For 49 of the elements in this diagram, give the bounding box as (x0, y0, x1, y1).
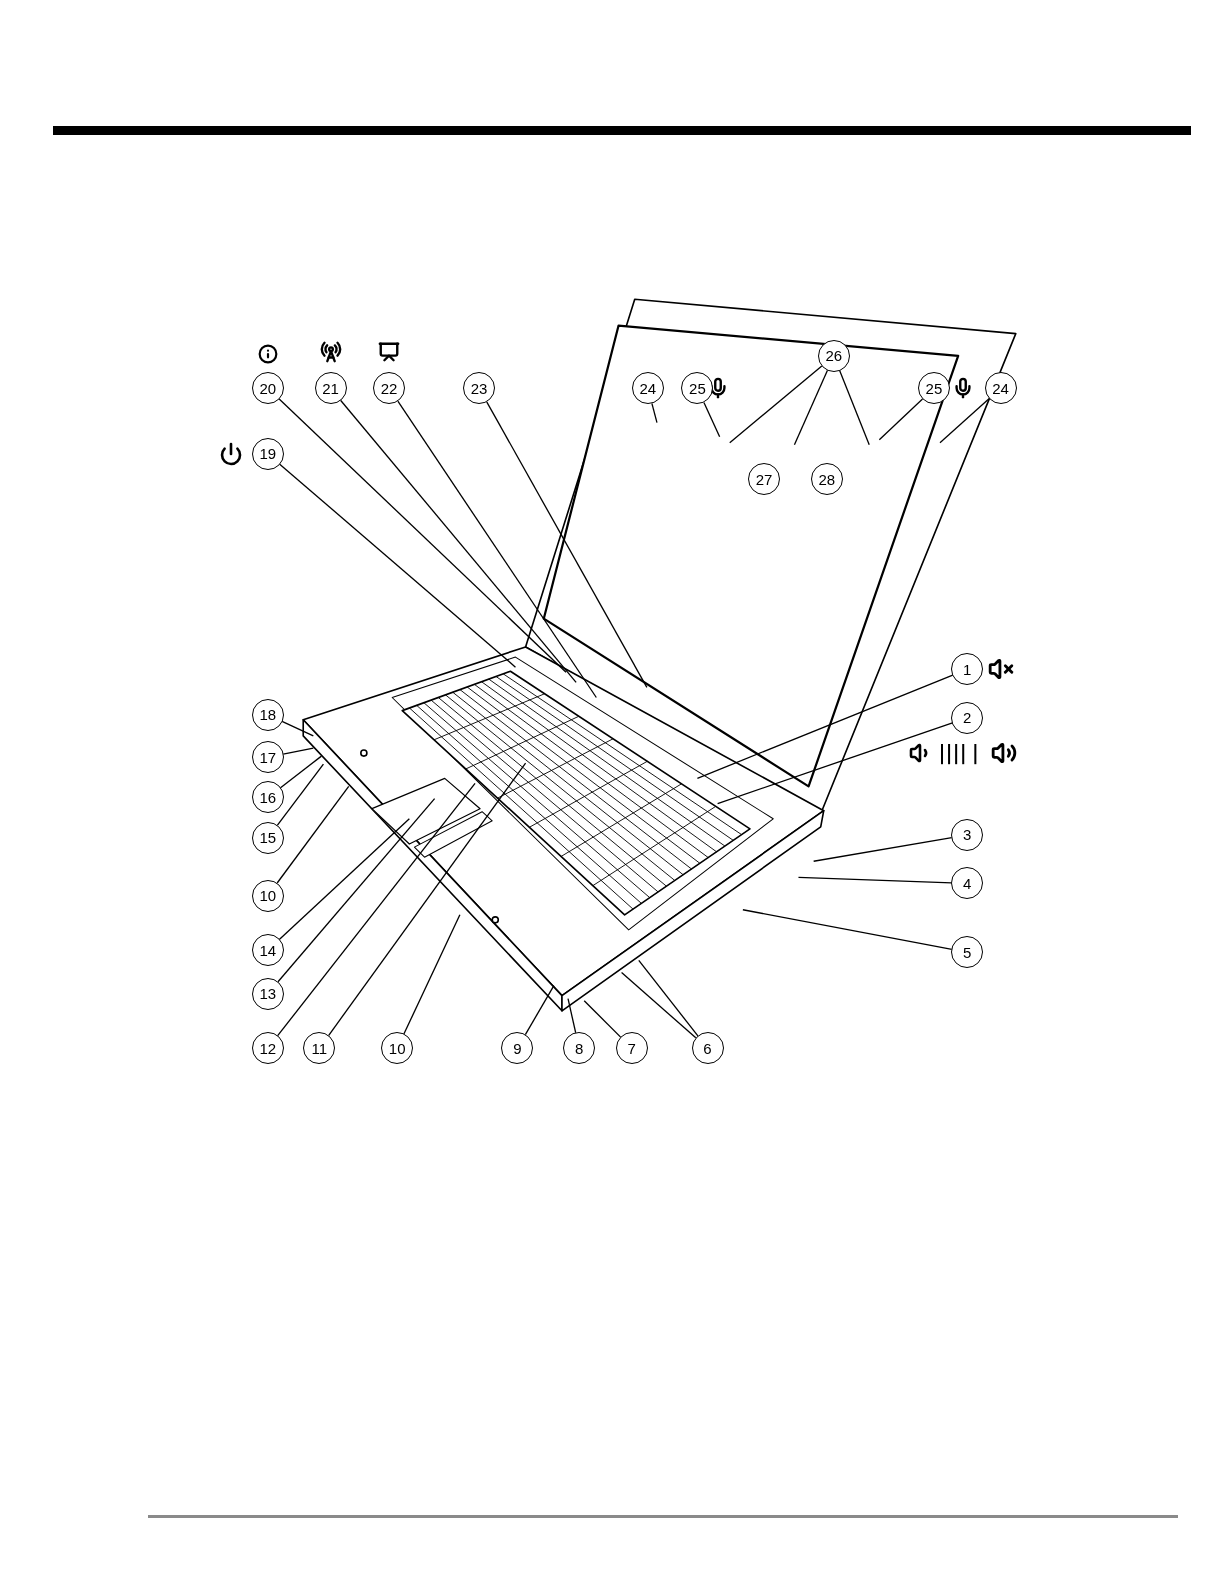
leader-line (397, 400, 597, 699)
callout-number: 23 (463, 372, 496, 405)
leader-line (638, 959, 699, 1037)
leader-line (878, 398, 924, 441)
leader-line (651, 402, 658, 424)
leader-line (939, 398, 990, 444)
leader-line (278, 398, 567, 673)
leader-line (486, 401, 648, 689)
callout-number: 1 (951, 653, 984, 686)
callout-number: 16 (251, 781, 284, 814)
callout-number: 6 (691, 1032, 724, 1065)
leader-line (276, 782, 476, 1037)
leader-line (583, 1000, 622, 1038)
leader-line (282, 747, 314, 755)
callout-number: 14 (251, 934, 284, 967)
callout-number: 21 (314, 372, 347, 405)
leader-line (339, 399, 577, 683)
callout-number: 20 (251, 372, 284, 405)
callout-number: 17 (251, 741, 284, 774)
callout-number: 8 (563, 1032, 596, 1065)
callout-number: 2 (951, 701, 984, 734)
callout-number: 12 (251, 1032, 284, 1065)
callout-number: 22 (373, 372, 406, 405)
leader-line (797, 876, 953, 884)
leader-line (812, 836, 953, 862)
callout-number: 7 (615, 1032, 648, 1065)
callout-number: 5 (951, 936, 984, 969)
leader-line (742, 909, 953, 950)
leader-line (524, 984, 555, 1036)
leader-line (327, 762, 527, 1037)
leader-line (276, 763, 325, 827)
callout-number: 10 (251, 879, 284, 912)
callout-number: 10 (381, 1032, 414, 1065)
leader-line (279, 755, 323, 789)
callout-number: 11 (303, 1032, 336, 1065)
leader-line (567, 998, 577, 1034)
callout-number: 4 (951, 867, 984, 900)
callout-number: 15 (251, 821, 284, 854)
callout-number: 19 (251, 437, 284, 470)
callout-number: 3 (951, 818, 984, 851)
leader-line (278, 818, 410, 941)
callout-number: 18 (251, 698, 284, 731)
leader-line (279, 463, 517, 668)
leader-line (277, 797, 436, 983)
leader-line (276, 785, 350, 884)
leader-line (729, 365, 823, 444)
callout-number: 9 (501, 1032, 534, 1065)
leader-line (620, 971, 697, 1039)
callout-number: 13 (251, 977, 284, 1010)
